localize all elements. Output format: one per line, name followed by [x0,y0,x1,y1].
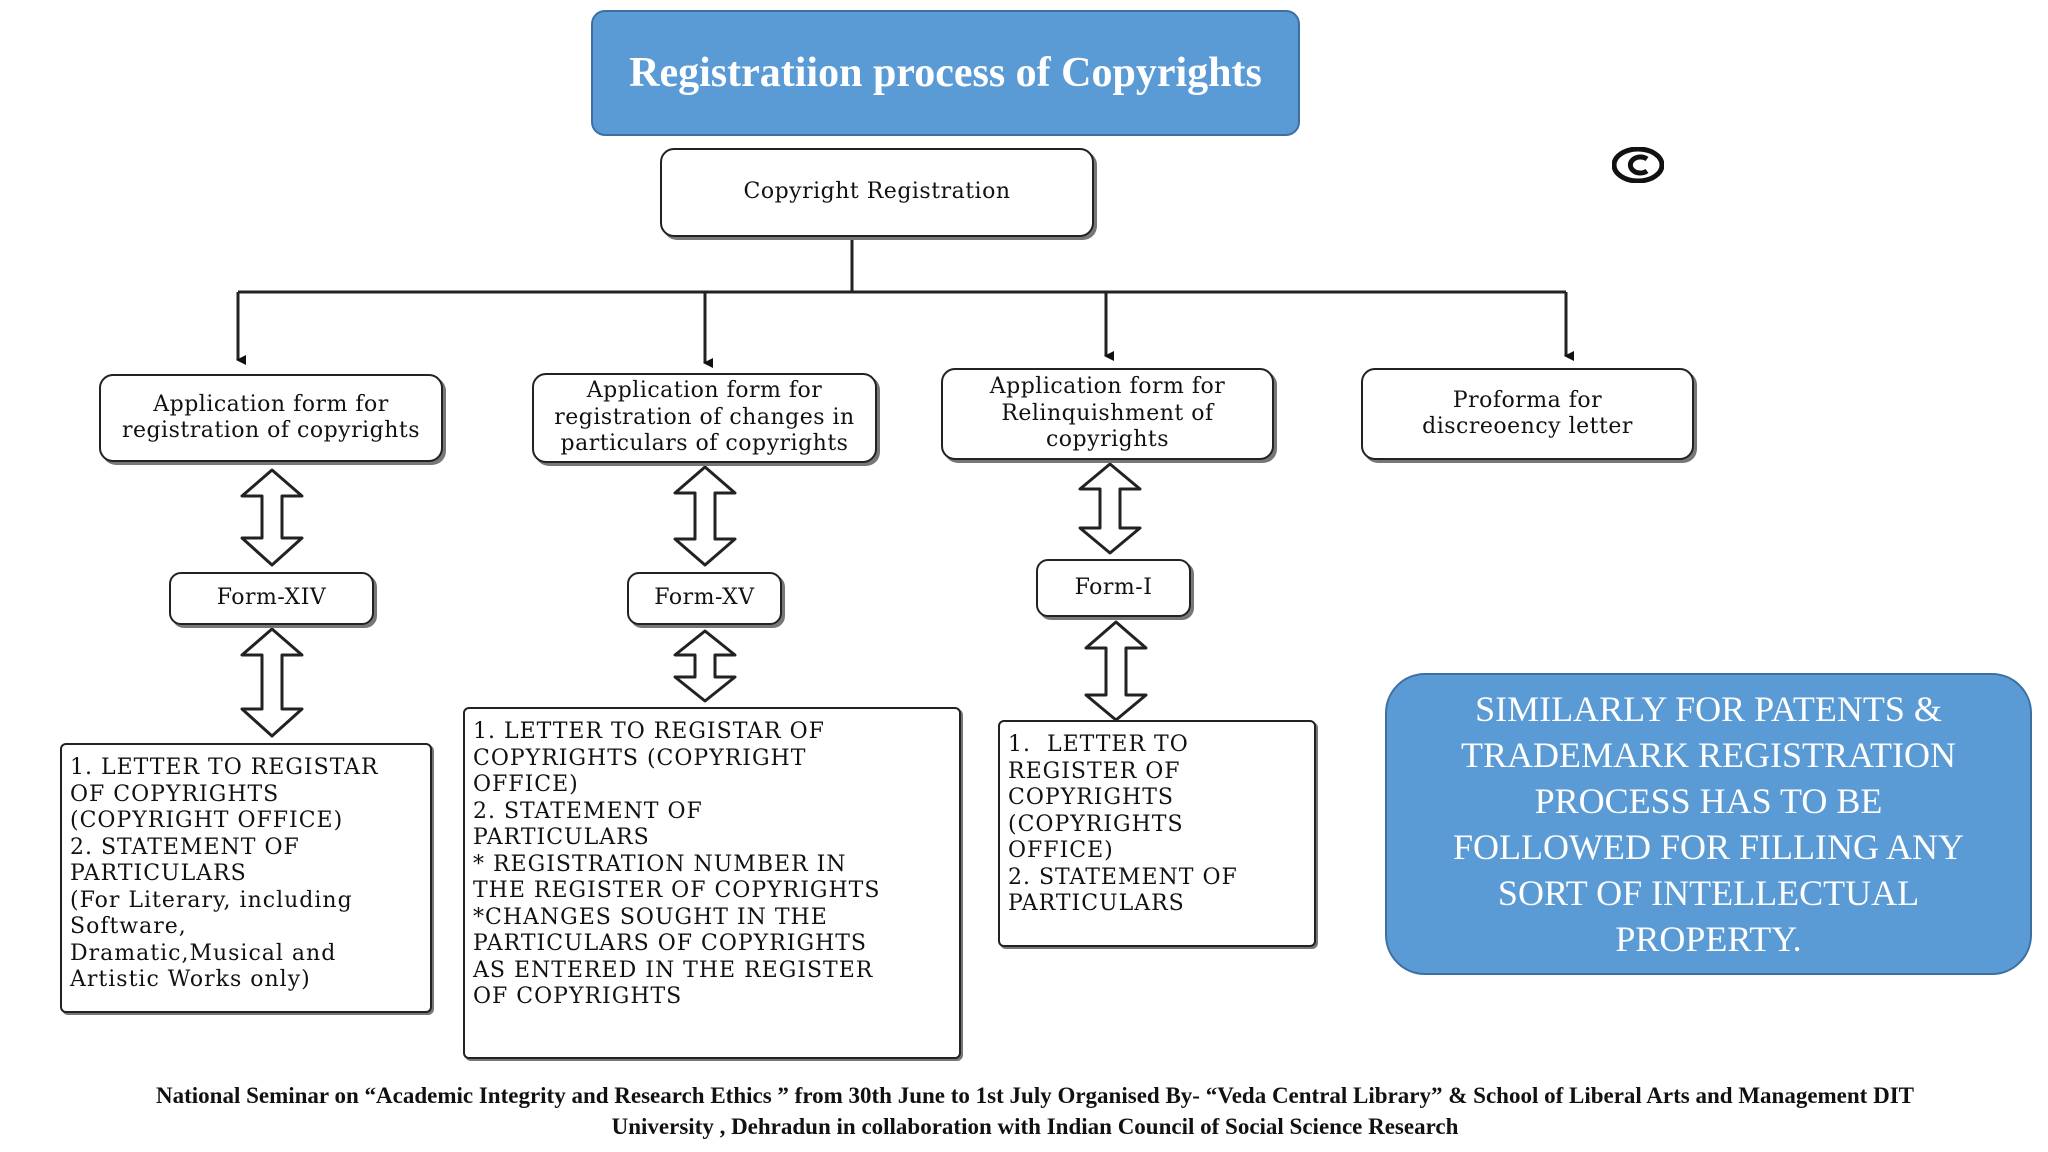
form-label: Form-XV [654,585,755,611]
detail-line: 1. LETTER TO REGISTAR [70,755,379,780]
detail-line: PARTICULARS OF COPYRIGHTS [473,931,867,956]
detail-line: 2. STATEMENT OF [473,798,703,824]
detail-line: REGISTER OF [1008,758,1181,784]
note-line: PROPERTY. [1615,919,1802,959]
detail-line: COPYRIGHTS (COPYRIGHT [473,745,807,771]
detail-line: * REGISTRATION NUMBER IN [473,851,847,877]
detail-line: 2. STATEMENT OF [70,834,300,860]
node-label-line: registration of copyrights [121,418,421,443]
node-label-line: Proforma for [1452,387,1603,413]
detail-line: OFFICE) [473,772,579,797]
form-label: Form-I [1074,574,1153,600]
detail-line: OF COPYRIGHTS [473,984,683,1009]
proforma-discrepancy-node: Proforma for discreoency letter [1361,368,1694,460]
similarly-note: SIMILARLY FOR PATENTS & TRADEMARK REGIST… [1385,673,2032,975]
detail-line: (COPYRIGHTS [1008,811,1184,837]
page-title: Registratiion process of Copyrights [591,10,1300,136]
form-xiv-details: 1. LETTER TO REGISTAR OF COPYRIGHTS (COP… [60,743,432,1013]
detail-line: *CHANGES SOUGHT IN THE [473,904,828,930]
node-label-line: Application form for [153,391,389,417]
note-line: TRADEMARK REGISTRATION [1461,735,1956,775]
copyright-icon [1611,146,1665,184]
node-label-line: particulars of copyrights [560,431,849,457]
detail-line: COPYRIGHTS [1008,785,1174,810]
detail-line: OFFICE) [1008,838,1114,863]
detail-line: 2. STATEMENT OF [1008,864,1238,890]
form-xiv-node: Form-XIV [169,572,374,625]
form-xv-node: Form-XV [627,572,782,625]
application-form-changes-node: Application form for registration of cha… [532,373,877,463]
form-i-node: Form-I [1036,559,1191,617]
node-label-line: copyrights [1045,427,1169,453]
detail-line: PARTICULARS [1008,891,1185,916]
copyright-registration-node: Copyright Registration [660,148,1094,237]
form-label: Form-XIV [216,585,327,611]
node-label-line: Application form for [586,378,823,404]
double-arrow-icon [673,465,737,567]
note-line: PROCESS HAS TO BE [1534,781,1883,821]
detail-line: OF COPYRIGHTS [70,781,280,807]
detail-line: THE REGISTER OF COPYRIGHTS [473,878,881,903]
double-arrow-icon [673,629,737,703]
double-arrow-icon [1078,462,1142,555]
form-xv-details: 1. LETTER TO REGISTAR OF COPYRIGHTS (COP… [463,707,961,1059]
footer-line-1: National Seminar on “Academic Integrity … [156,1083,1914,1108]
root-label: Copyright Registration [743,179,1011,205]
detail-line: Dramatic,Musical and [70,940,337,966]
detail-line: Artistic Works only) [70,967,311,992]
node-label-line: discreoency letter [1422,414,1633,439]
double-arrow-icon [1084,620,1148,722]
detail-line: 1. LETTER TO REGISTAR OF [473,719,825,744]
note-line: FOLLOWED FOR FILLING ANY [1453,827,1964,867]
detail-line: 1. LETTER TO [1008,732,1189,757]
node-label-line: Application form for [989,374,1226,400]
application-form-relinquishment-node: Application form for Relinquishment of c… [941,368,1274,460]
application-form-registration-node: Application form for registration of cop… [99,374,443,462]
double-arrow-icon [240,468,304,567]
detail-line: (COPYRIGHT OFFICE) [70,808,344,833]
note-line: SORT OF INTELLECTUAL [1497,873,1920,913]
detail-line: (For Literary, including [70,887,353,913]
double-arrow-icon [240,627,304,738]
detail-line: PARTICULARS [473,825,650,850]
node-label-line: registration of changes in [554,404,855,430]
detail-line: AS ENTERED IN THE REGISTER [473,957,874,983]
node-label-line: Relinquishment of [1001,400,1214,426]
note-line: SIMILARLY FOR PATENTS & [1475,689,1942,729]
form-i-details: 1. LETTER TO REGISTER OF COPYRIGHTS (COP… [998,720,1316,947]
detail-line: PARTICULARS [70,861,247,886]
detail-line: Software, [70,914,187,939]
footer-line-2: University , Dehradun in collaboration w… [611,1114,1459,1139]
